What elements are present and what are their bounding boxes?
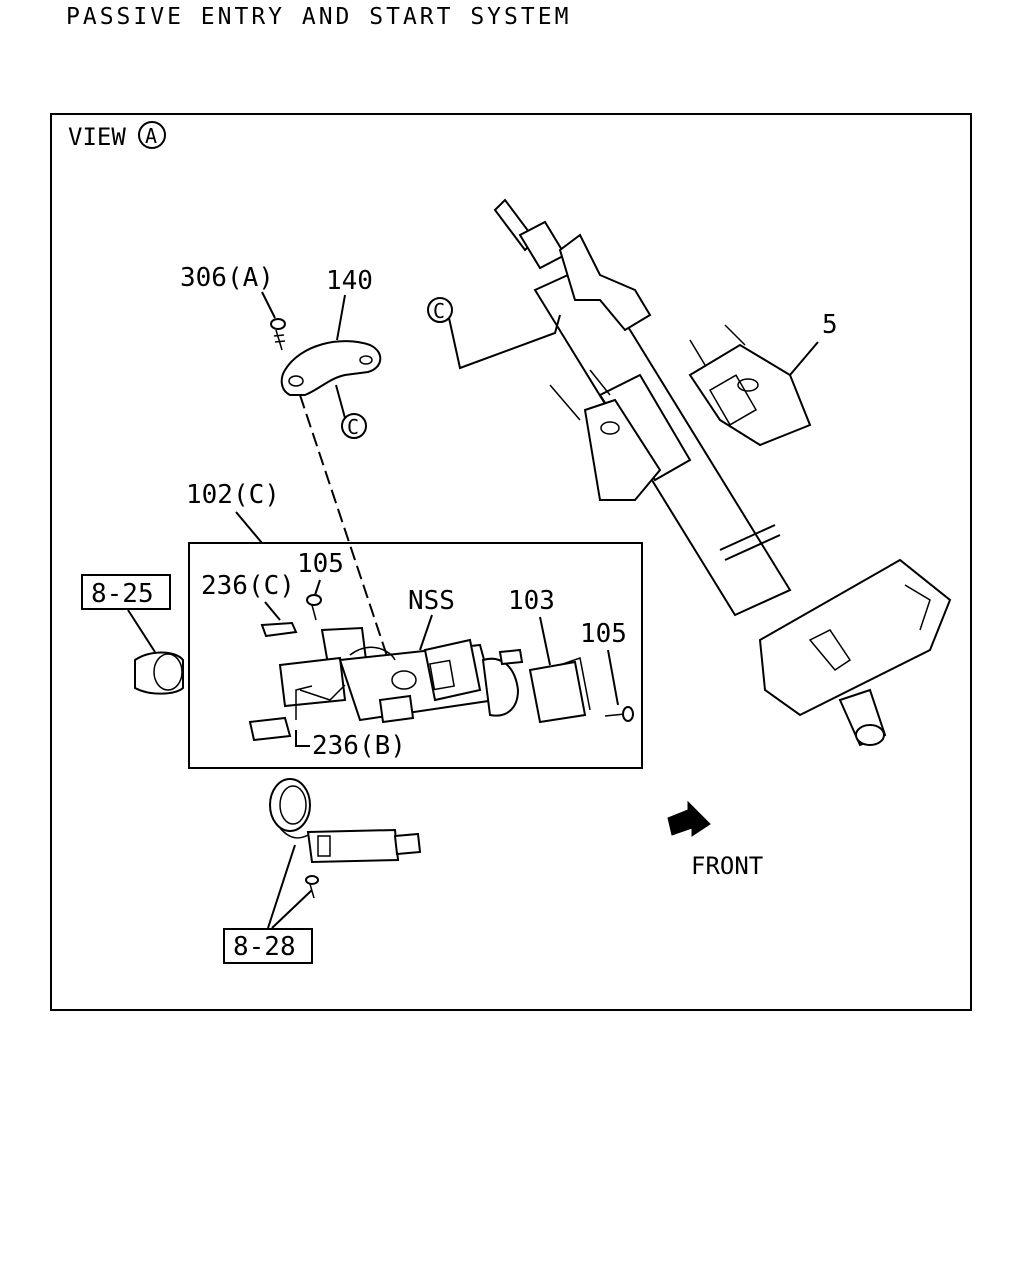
view-label: VIEW — [68, 123, 126, 151]
callout-105-lower: 105 — [580, 619, 627, 649]
leader-8-28-b — [271, 889, 313, 929]
diagram-frame — [50, 113, 972, 1011]
callout-105-upper: 105 — [297, 549, 344, 579]
page-title: PASSIVE ENTRY AND START SYSTEM — [66, 4, 572, 30]
key-cylinder-antenna — [269, 778, 422, 899]
callout-306a: 306(A) — [180, 263, 274, 293]
circle-c-upper — [427, 297, 453, 323]
leader-236c — [264, 601, 281, 621]
callout-103: 103 — [508, 586, 555, 616]
leader-c-lower — [335, 384, 346, 419]
view-marker-circle — [138, 121, 166, 149]
clamp-140 — [280, 340, 382, 396]
leader-140 — [336, 294, 346, 341]
leader-c-upper — [448, 314, 561, 370]
callout-236b: 236(B) — [312, 731, 406, 761]
ignition-switch-assembly — [248, 594, 634, 742]
circle-c-upper-letter: C — [433, 299, 445, 323]
callout-nss: NSS — [408, 586, 455, 616]
leader-105-lower — [607, 649, 619, 706]
front-arrow-icon — [667, 800, 711, 837]
leader-102c — [235, 511, 263, 544]
ref-box-8-28 — [223, 928, 313, 964]
ring-antenna-part — [134, 651, 184, 695]
steering-column — [493, 198, 952, 747]
assembly-102c-box — [188, 542, 643, 769]
callout-140: 140 — [326, 266, 373, 296]
leader-306a — [261, 291, 276, 319]
leader-103 — [539, 616, 551, 666]
callout-102c: 102(C) — [186, 480, 280, 510]
circle-c-lower — [341, 413, 367, 439]
callout-5: 5 — [822, 310, 838, 340]
ref-box-8-25 — [81, 574, 171, 610]
ref-8-28: 8-28 — [233, 932, 296, 962]
leader-5 — [789, 341, 819, 376]
leader-105-upper — [314, 579, 321, 596]
ref-8-25: 8-25 — [91, 579, 154, 609]
leader-236b — [295, 730, 310, 747]
callout-236c: 236(C) — [201, 571, 295, 601]
circle-c-lower-letter: C — [347, 415, 359, 439]
front-label: FRONT — [691, 852, 763, 880]
leader-nss — [419, 614, 433, 651]
view-marker-letter: A — [145, 124, 157, 148]
bolt-306a — [270, 318, 286, 351]
leader-8-25 — [127, 609, 156, 653]
dash-line-clamp — [299, 394, 396, 681]
leader-8-28-a — [267, 844, 296, 929]
